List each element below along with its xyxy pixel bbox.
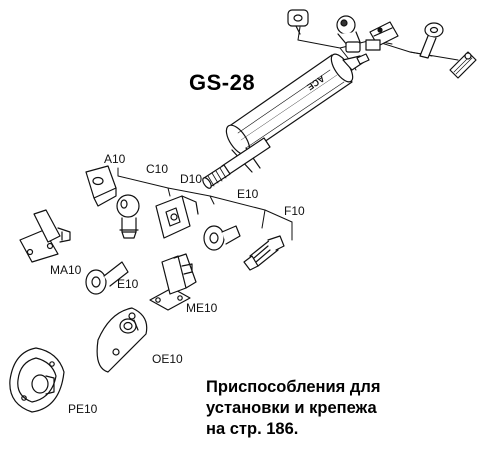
label-oe10: OE10 (152, 352, 183, 366)
label-a10: A10 (104, 152, 126, 166)
product-title: GS-28 (189, 70, 256, 95)
fitting-oe10 (96, 307, 148, 373)
label-f10: F10 (284, 204, 305, 218)
fitting-a10 (85, 165, 117, 207)
fitting-top-4 (419, 22, 444, 59)
note-line-3: на стр. 186. (206, 420, 299, 438)
fitting-e10-bottom (85, 261, 129, 295)
note-line-1: Приспособления для (206, 378, 381, 396)
fitting-d10 (155, 195, 199, 239)
fitting-top-5 (449, 51, 477, 79)
fitting-top-3 (365, 21, 399, 51)
fitting-f10 (243, 235, 285, 271)
label-me10: ME10 (186, 301, 218, 315)
label-ma10: MA10 (50, 263, 82, 277)
fitting-top-1 (287, 9, 309, 35)
gas-spring-cylinder (225, 53, 370, 173)
fitting-ma10 (19, 209, 71, 263)
label-e10-top: E10 (237, 187, 259, 201)
label-d10: D10 (180, 172, 203, 186)
note-line-2: установки и крепежа (206, 399, 377, 417)
label-pe10: PE10 (68, 402, 98, 416)
accessories-note: Приспособления для установки и крепежа н… (206, 377, 476, 440)
fitting-pe10 (9, 347, 65, 413)
fitting-e10-top (203, 225, 241, 251)
fitting-me10 (149, 253, 197, 311)
fitting-top-2 (336, 15, 361, 53)
fitting-c10 (116, 194, 140, 239)
label-c10: C10 (146, 162, 169, 176)
label-e10-bottom: E10 (117, 277, 139, 291)
piston-rod (202, 137, 271, 189)
